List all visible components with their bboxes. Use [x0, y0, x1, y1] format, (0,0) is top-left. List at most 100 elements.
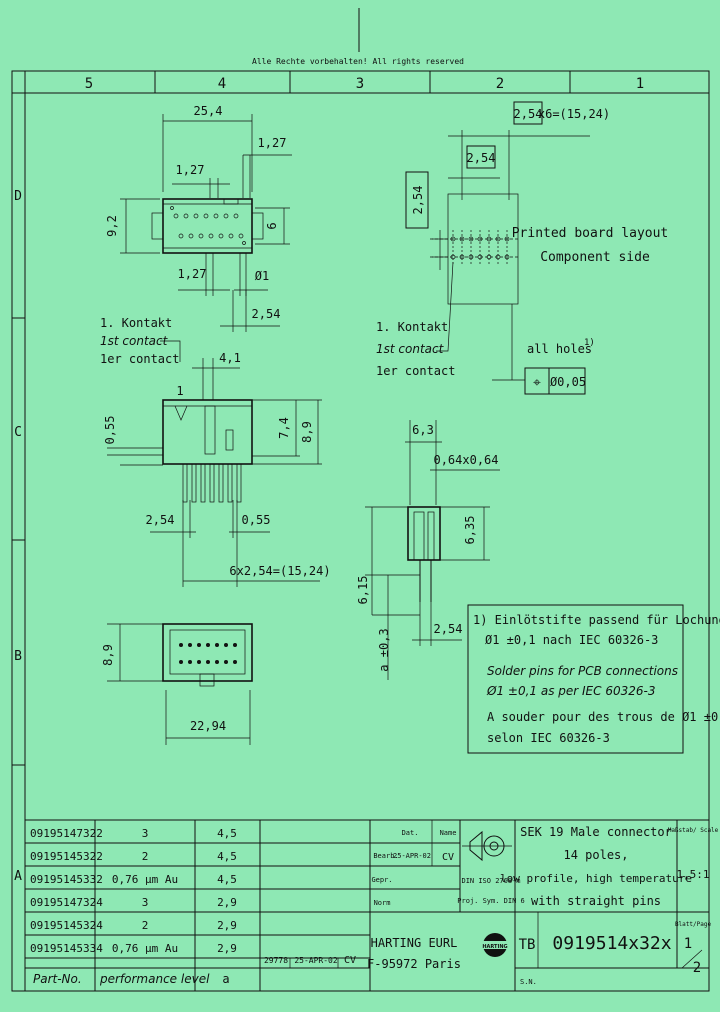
name-label: Name — [440, 829, 457, 837]
front-contact — [233, 643, 237, 647]
front-dim-height: 8,9 — [101, 644, 115, 666]
layout-dim-span: x6=(15,24) — [538, 107, 610, 121]
top-pin — [198, 233, 204, 239]
side-dim-1: 4,1 — [219, 351, 241, 365]
first-contact-label-left: 1. Kontakt 1st contact 1er contact — [100, 316, 181, 366]
table-row: 09195145322 2 4,5 — [30, 850, 237, 863]
title-line4: with straight pins — [531, 894, 661, 908]
company-line1: HARTING EURL — [371, 936, 458, 950]
layout-contact-label-fr: 1er contact — [376, 364, 455, 378]
side-dim-8-9: 8,9 — [300, 421, 314, 443]
performance-level-cell: 3 — [142, 896, 149, 909]
front-view: 8,9 22,94 — [101, 623, 253, 745]
check-label: Gepr. — [371, 876, 392, 884]
front-contact — [224, 660, 228, 664]
front-contact — [215, 643, 219, 647]
layout-dim-vertical: 2,54 — [411, 186, 425, 215]
part-number-cell: 09195145332 — [30, 873, 103, 886]
top-pin — [183, 213, 189, 219]
side-marker: 1 — [176, 384, 183, 398]
row-label-b: B — [14, 649, 22, 664]
top-dim-hole: Ø1 — [255, 269, 269, 283]
footer-part-no: Part-No. — [33, 972, 82, 986]
side-pin — [209, 463, 215, 503]
notes-box: 1) Einlötstifte passend für Lochungen Ø1… — [467, 604, 720, 754]
note-fr-line1: A souder pour des trous de Ø1 ±0,1 — [487, 710, 720, 724]
tolerance-callout: all holes 1) ⌖ Ø0,05 — [492, 304, 595, 395]
outer-border — [11, 70, 710, 992]
top-dim-pitch-right: 1,27 — [258, 136, 287, 150]
front-contact — [179, 660, 183, 664]
dimension-a-cell: 4,5 — [217, 850, 237, 863]
front-view-pins — [179, 643, 237, 664]
top-dim-inner: 6 — [265, 222, 279, 229]
top-dim-row: 2,54 — [252, 307, 281, 321]
contact-label-fr: 1er contact — [100, 352, 179, 366]
top-dim-height: 9,2 — [105, 215, 119, 237]
front-contact — [197, 643, 201, 647]
layout-contact-label-de: 1. Kontakt — [376, 320, 448, 334]
dimension-a-cell: 2,9 — [217, 896, 237, 909]
top-pin — [203, 213, 209, 219]
top-dim-pitch-bottom: 1,27 — [178, 267, 207, 281]
column-label-5: 5 — [85, 76, 93, 92]
section-dim-6-15: 6,15 — [356, 576, 370, 605]
layout-dim-row-pitch: 2,54 — [514, 107, 543, 121]
side-pin — [227, 463, 233, 503]
position-tolerance-icon: ⌖ — [533, 375, 541, 391]
din-line1: DIN ISO 2768-m — [461, 877, 520, 885]
din-line2: Proj. Sym. DIN 6 — [457, 897, 524, 905]
layout-title-line1: Printed board layout — [512, 226, 669, 241]
column-label-1: 1 — [636, 76, 644, 92]
tolerance-value: Ø0,05 — [550, 375, 586, 389]
top-dim-pitch-top: 1,27 — [176, 163, 205, 177]
top-pin — [228, 233, 234, 239]
section-dim-pitch: 2,54 — [434, 622, 463, 636]
sheet-label: Blatt/Page — [675, 921, 712, 928]
part-number-cell: 09195145322 — [30, 850, 103, 863]
layout-title-line2: Component side — [540, 250, 650, 265]
sheet-total: 2 — [693, 960, 701, 976]
scale-label: Maßstab/ Scale — [668, 827, 719, 834]
column-label-4: 4 — [218, 76, 226, 92]
pcb-layout-view: 2,54 x6=(15,24) 2,54 2,54 Printed board … — [405, 101, 669, 305]
sn-label: S.N. — [520, 978, 537, 986]
dimension-a-cell: 4,5 — [217, 873, 237, 886]
performance-level-cell: 3 — [142, 827, 149, 840]
side-pin — [182, 463, 188, 503]
top-pin — [213, 213, 219, 219]
top-pin — [223, 213, 229, 219]
performance-level-cell: 2 — [142, 850, 149, 863]
side-dim-pitch: 2,54 — [146, 513, 175, 527]
part-number-cell: 09195147322 — [30, 827, 103, 840]
layout-contact-label-en: 1st contact — [376, 342, 445, 356]
top-pin — [178, 233, 184, 239]
revision-number: 29778 — [264, 956, 288, 965]
top-pin — [188, 233, 194, 239]
scale-value: 1,5:1 — [676, 868, 709, 881]
projection-symbol-icon — [462, 830, 512, 862]
drawn-date: 25-APR-02 — [393, 852, 431, 860]
top-pin — [218, 233, 224, 239]
front-contact — [197, 660, 201, 664]
side-pin — [200, 463, 206, 503]
mount-hole — [170, 206, 174, 210]
front-contact — [188, 660, 192, 664]
top-pin — [173, 213, 179, 219]
drawn-label: Bearb. — [373, 852, 398, 860]
first-contact-label-right: 1. Kontakt 1st contact 1er contact — [376, 261, 455, 378]
side-pin — [236, 463, 242, 503]
front-contact — [179, 643, 183, 647]
contact-label-de: 1. Kontakt — [100, 316, 172, 330]
column-label-2: 2 — [496, 76, 504, 92]
note-de-line1: 1) Einlötstifte passend für Lochungen — [473, 613, 720, 627]
front-contact — [206, 660, 210, 664]
top-dim-width: 25,4 — [194, 104, 223, 118]
row-label-d: D — [14, 189, 22, 204]
harting-logo: HARTING — [482, 933, 508, 957]
